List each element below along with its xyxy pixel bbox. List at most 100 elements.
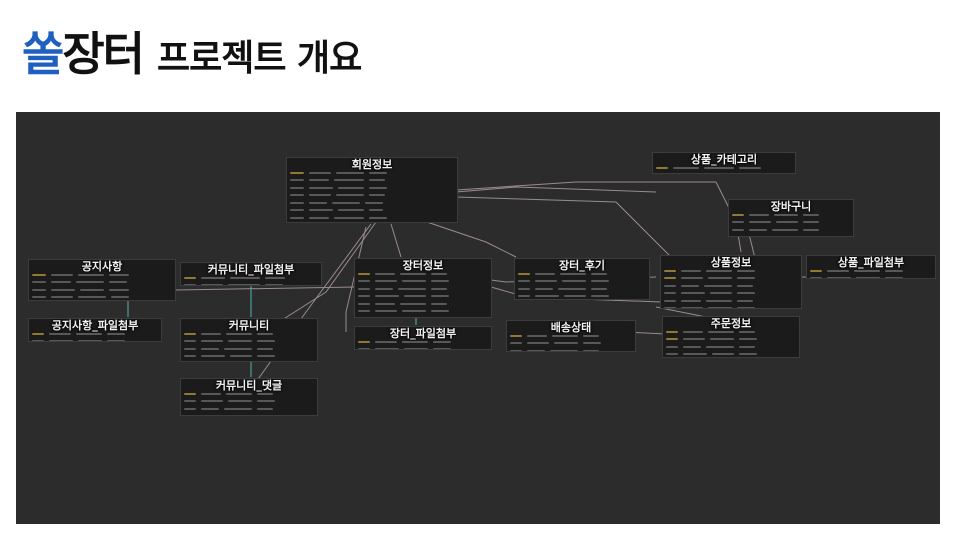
table-column	[355, 293, 491, 301]
table-name: 상품_카테고리	[690, 153, 758, 166]
table-header: ··	[184, 320, 314, 324]
relation-line	[175, 286, 357, 291]
table-column	[355, 315, 491, 317]
table-column	[29, 330, 161, 338]
table-column	[515, 278, 649, 286]
table-column	[29, 338, 161, 341]
table-name: 공지사항_파일첨부	[51, 319, 139, 332]
table-column	[653, 164, 795, 172]
table-name: 주문정보	[710, 317, 752, 330]
table-column	[355, 300, 491, 308]
relation-line	[455, 181, 716, 191]
table-product[interactable]: ·· 상품정보	[660, 255, 802, 309]
table-column	[287, 214, 457, 222]
title-brand: 장터	[62, 27, 145, 81]
table-column	[29, 286, 175, 294]
table-name: 상품정보	[710, 256, 752, 269]
table-header: ··	[810, 257, 932, 261]
table-market-review[interactable]: ·· 장터_후기	[514, 258, 650, 300]
table-header: ··	[32, 261, 172, 265]
table-column	[515, 285, 649, 293]
table-header: ··	[518, 260, 646, 264]
table-community-comment[interactable]: ·· 커뮤니티_댓글	[180, 378, 318, 416]
table-column	[29, 294, 175, 301]
table-market[interactable]: ·· 장터정보	[354, 258, 492, 318]
table-header: ··	[656, 154, 792, 158]
table-name: 회원정보	[351, 158, 393, 171]
relation-line	[455, 196, 677, 263]
table-column	[653, 172, 795, 174]
table-column	[181, 274, 321, 282]
table-column	[181, 282, 321, 285]
table-market-file[interactable]: ·· 장터_파일첨부	[354, 326, 492, 350]
relation-lines	[127, 181, 806, 383]
table-column	[729, 211, 853, 219]
table-name: 배송상태	[550, 321, 592, 334]
table-column	[355, 338, 491, 346]
table-column	[661, 297, 801, 305]
table-column	[515, 293, 649, 300]
table-column	[355, 285, 491, 293]
table-header: ··	[184, 380, 314, 384]
table-name: 장바구니	[770, 200, 812, 213]
table-column	[729, 219, 853, 227]
table-column	[287, 199, 457, 207]
table-column	[661, 305, 801, 308]
table-header: ··	[666, 318, 796, 322]
table-column	[287, 169, 457, 177]
table-column	[507, 347, 635, 351]
table-column	[181, 345, 317, 353]
table-name: 커뮤니티	[228, 319, 270, 332]
relation-line	[420, 219, 517, 258]
table-product-category[interactable]: ·· 상품_카테고리	[652, 152, 796, 174]
table-column	[807, 267, 935, 275]
erd-canvas: ·· 회원정보 ·· 상품_카테고리 ·· 장바구니 ·· 공지사항 ··	[16, 112, 940, 524]
table-member[interactable]: ·· 회원정보	[286, 157, 458, 223]
table-column	[287, 184, 457, 192]
table-order[interactable]: ·· 주문정보	[662, 316, 800, 358]
table-column	[355, 308, 491, 316]
relation-line	[390, 223, 402, 258]
table-header: ··	[184, 264, 318, 268]
table-name: 장터정보	[402, 259, 444, 272]
title-brand-accent: 쏠	[22, 27, 64, 81]
table-name: 커뮤니티_파일첨부	[207, 263, 295, 276]
table-name: 상품_파일첨부	[837, 256, 905, 269]
table-column	[287, 207, 457, 215]
table-column	[29, 271, 175, 279]
table-column	[661, 275, 801, 283]
relation-line	[345, 226, 367, 332]
table-cart[interactable]: ·· 장바구니	[728, 199, 854, 237]
table-column	[729, 234, 853, 237]
table-column	[29, 279, 175, 287]
table-column	[355, 278, 491, 286]
table-column	[507, 332, 635, 340]
table-delivery[interactable]: ·· 배송상태	[506, 320, 636, 352]
table-column	[663, 328, 799, 336]
table-community[interactable]: ·· 커뮤니티	[180, 318, 318, 362]
relation-line	[455, 186, 657, 193]
table-header: ··	[732, 201, 850, 205]
table-column	[663, 351, 799, 358]
table-column	[515, 270, 649, 278]
title-subtitle: 프로젝트 개요	[156, 38, 362, 79]
table-community-file[interactable]: ·· 커뮤니티_파일첨부	[180, 262, 322, 286]
table-column	[181, 413, 317, 416]
table-notice[interactable]: ·· 공지사항	[28, 259, 176, 301]
table-column	[181, 390, 317, 398]
table-header: ··	[664, 257, 798, 261]
table-column	[729, 226, 853, 234]
table-name: 공지사항	[81, 260, 123, 273]
table-column	[287, 222, 457, 223]
table-notice-file[interactable]: ·· 공지사항_파일첨부	[28, 318, 162, 342]
table-column	[287, 177, 457, 185]
table-name: 장터_파일첨부	[389, 327, 457, 340]
table-product-file[interactable]: ·· 상품_파일첨부	[806, 255, 936, 279]
table-column	[507, 340, 635, 348]
table-column	[181, 330, 317, 338]
table-column	[355, 270, 491, 278]
table-column	[355, 346, 491, 349]
table-name: 커뮤니티_댓글	[215, 379, 283, 392]
table-column	[661, 282, 801, 290]
table-column	[663, 343, 799, 351]
